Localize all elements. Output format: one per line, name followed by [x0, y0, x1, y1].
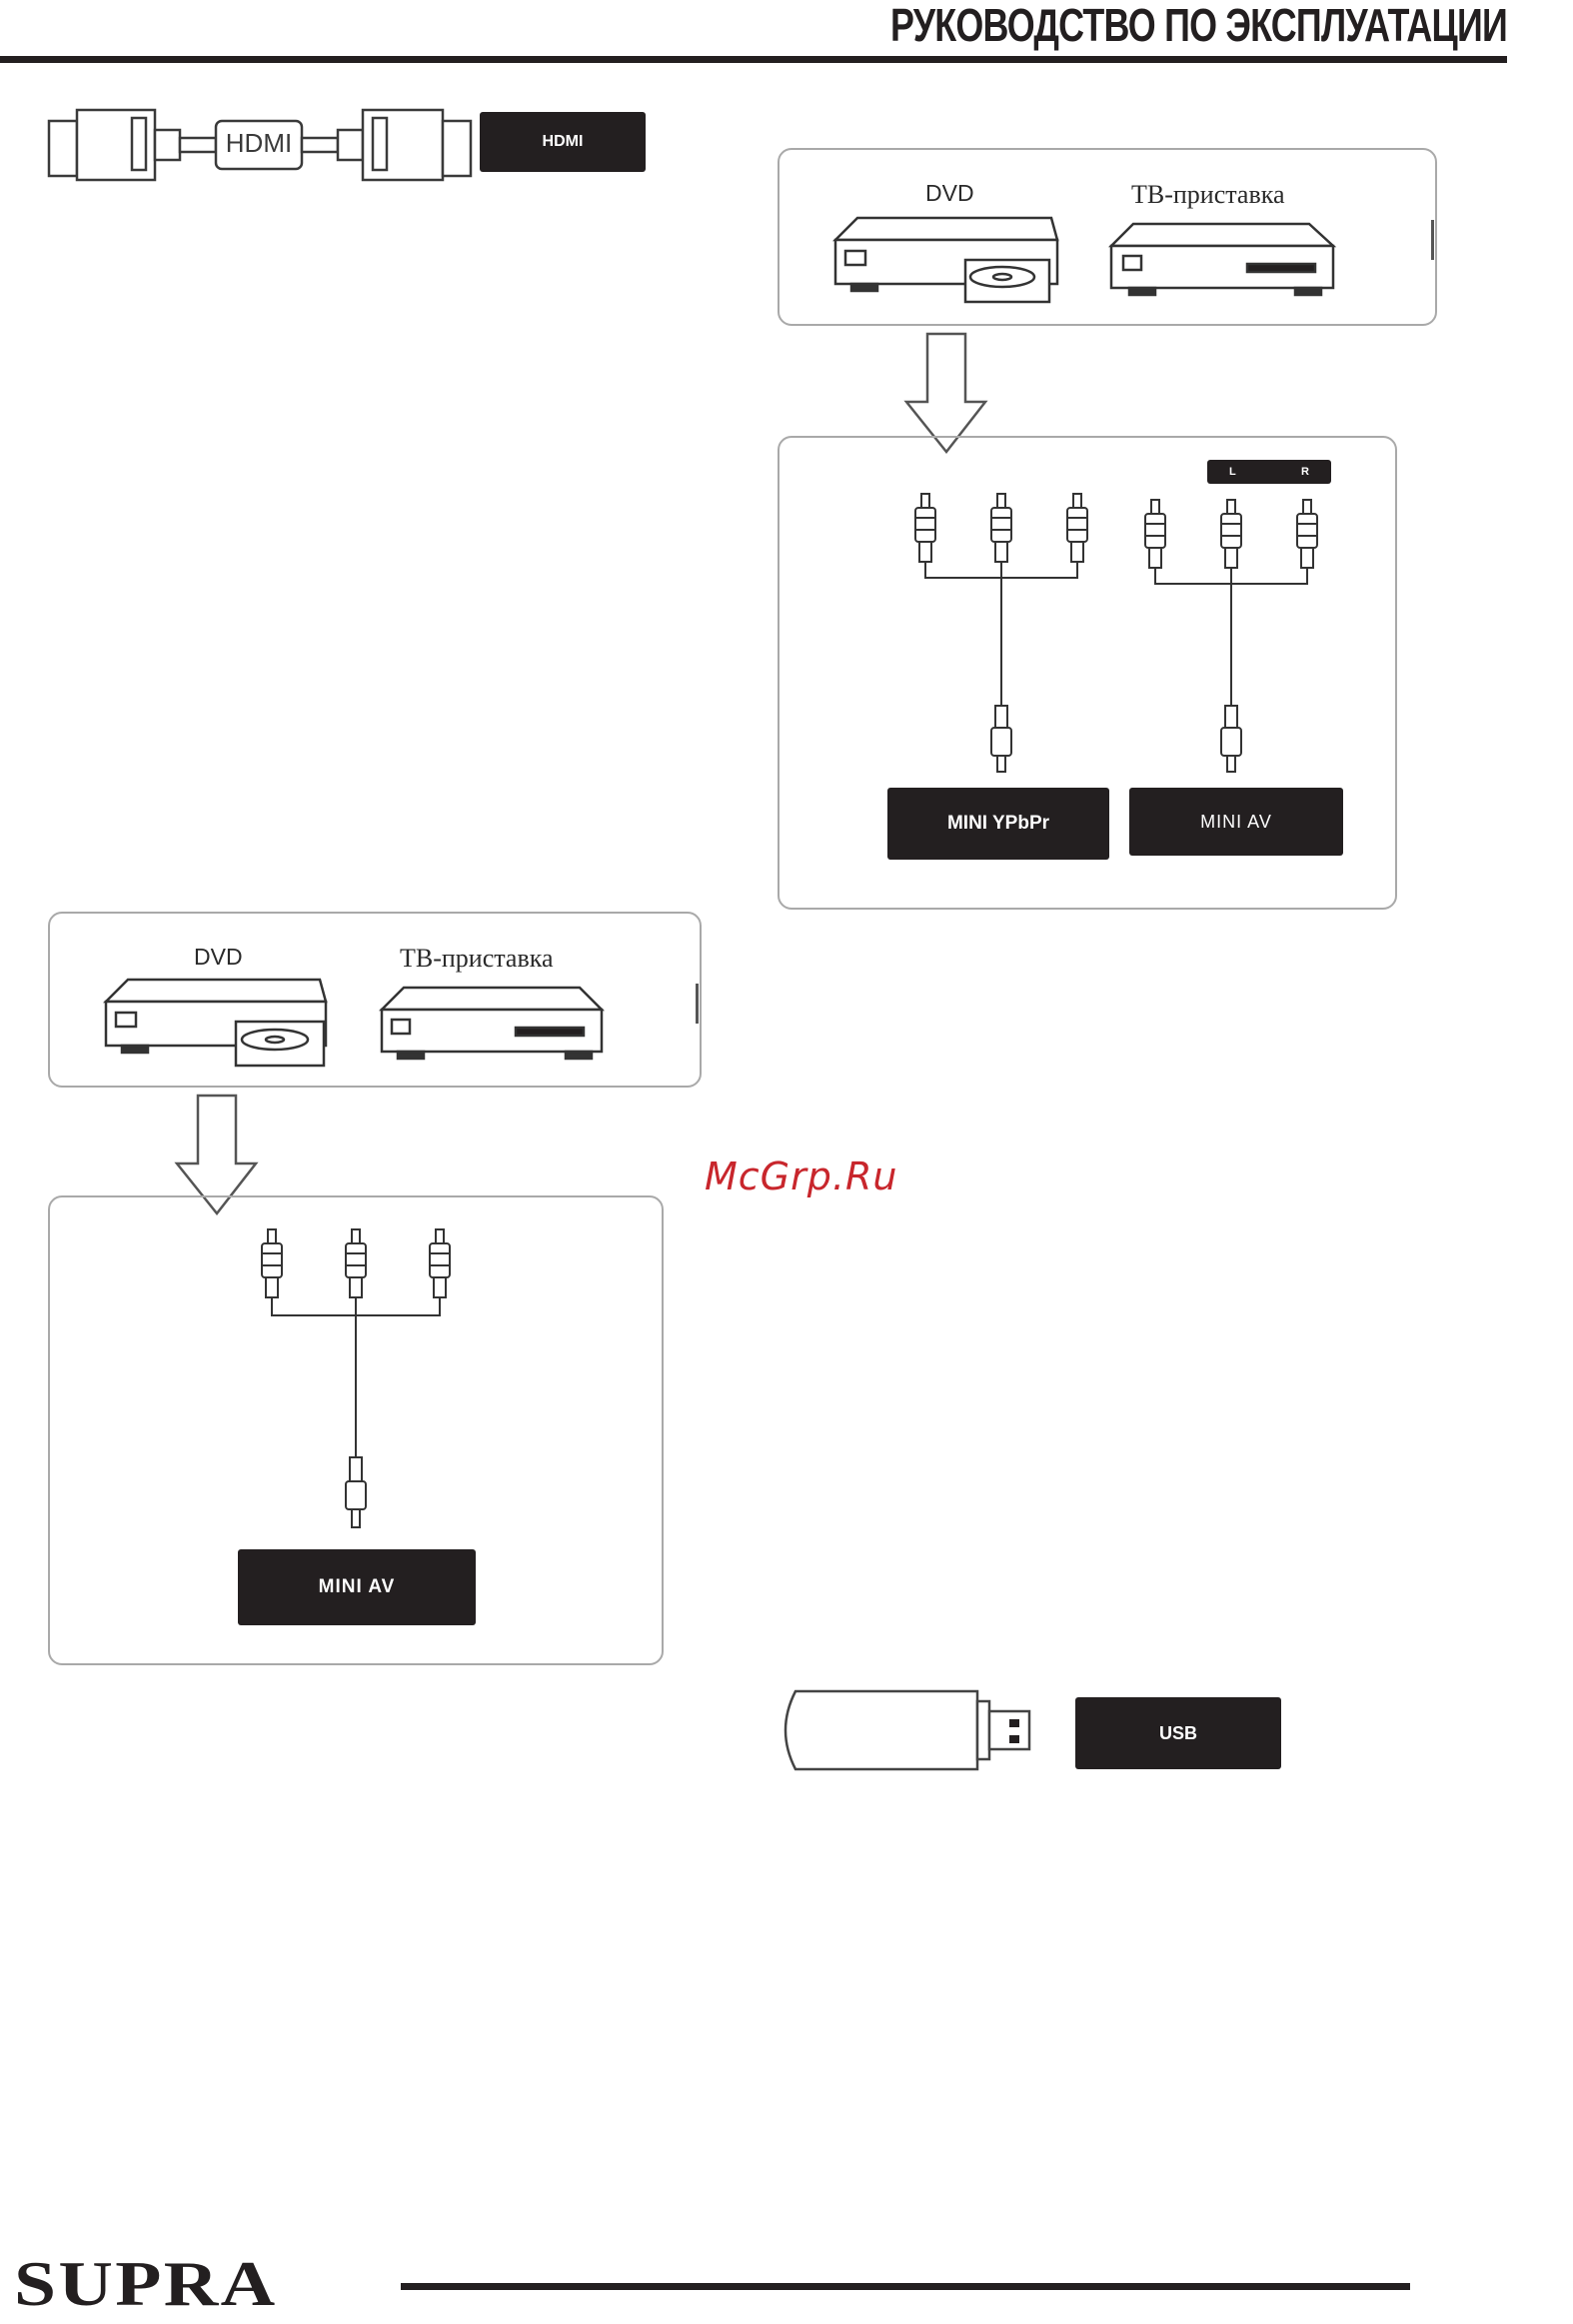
usb-stick-body — [786, 1691, 977, 1769]
footer-brand-logo: SUPRA — [14, 2247, 278, 2321]
usb-port-label: USB — [1075, 1697, 1281, 1769]
footer-rule — [401, 2283, 1410, 2290]
